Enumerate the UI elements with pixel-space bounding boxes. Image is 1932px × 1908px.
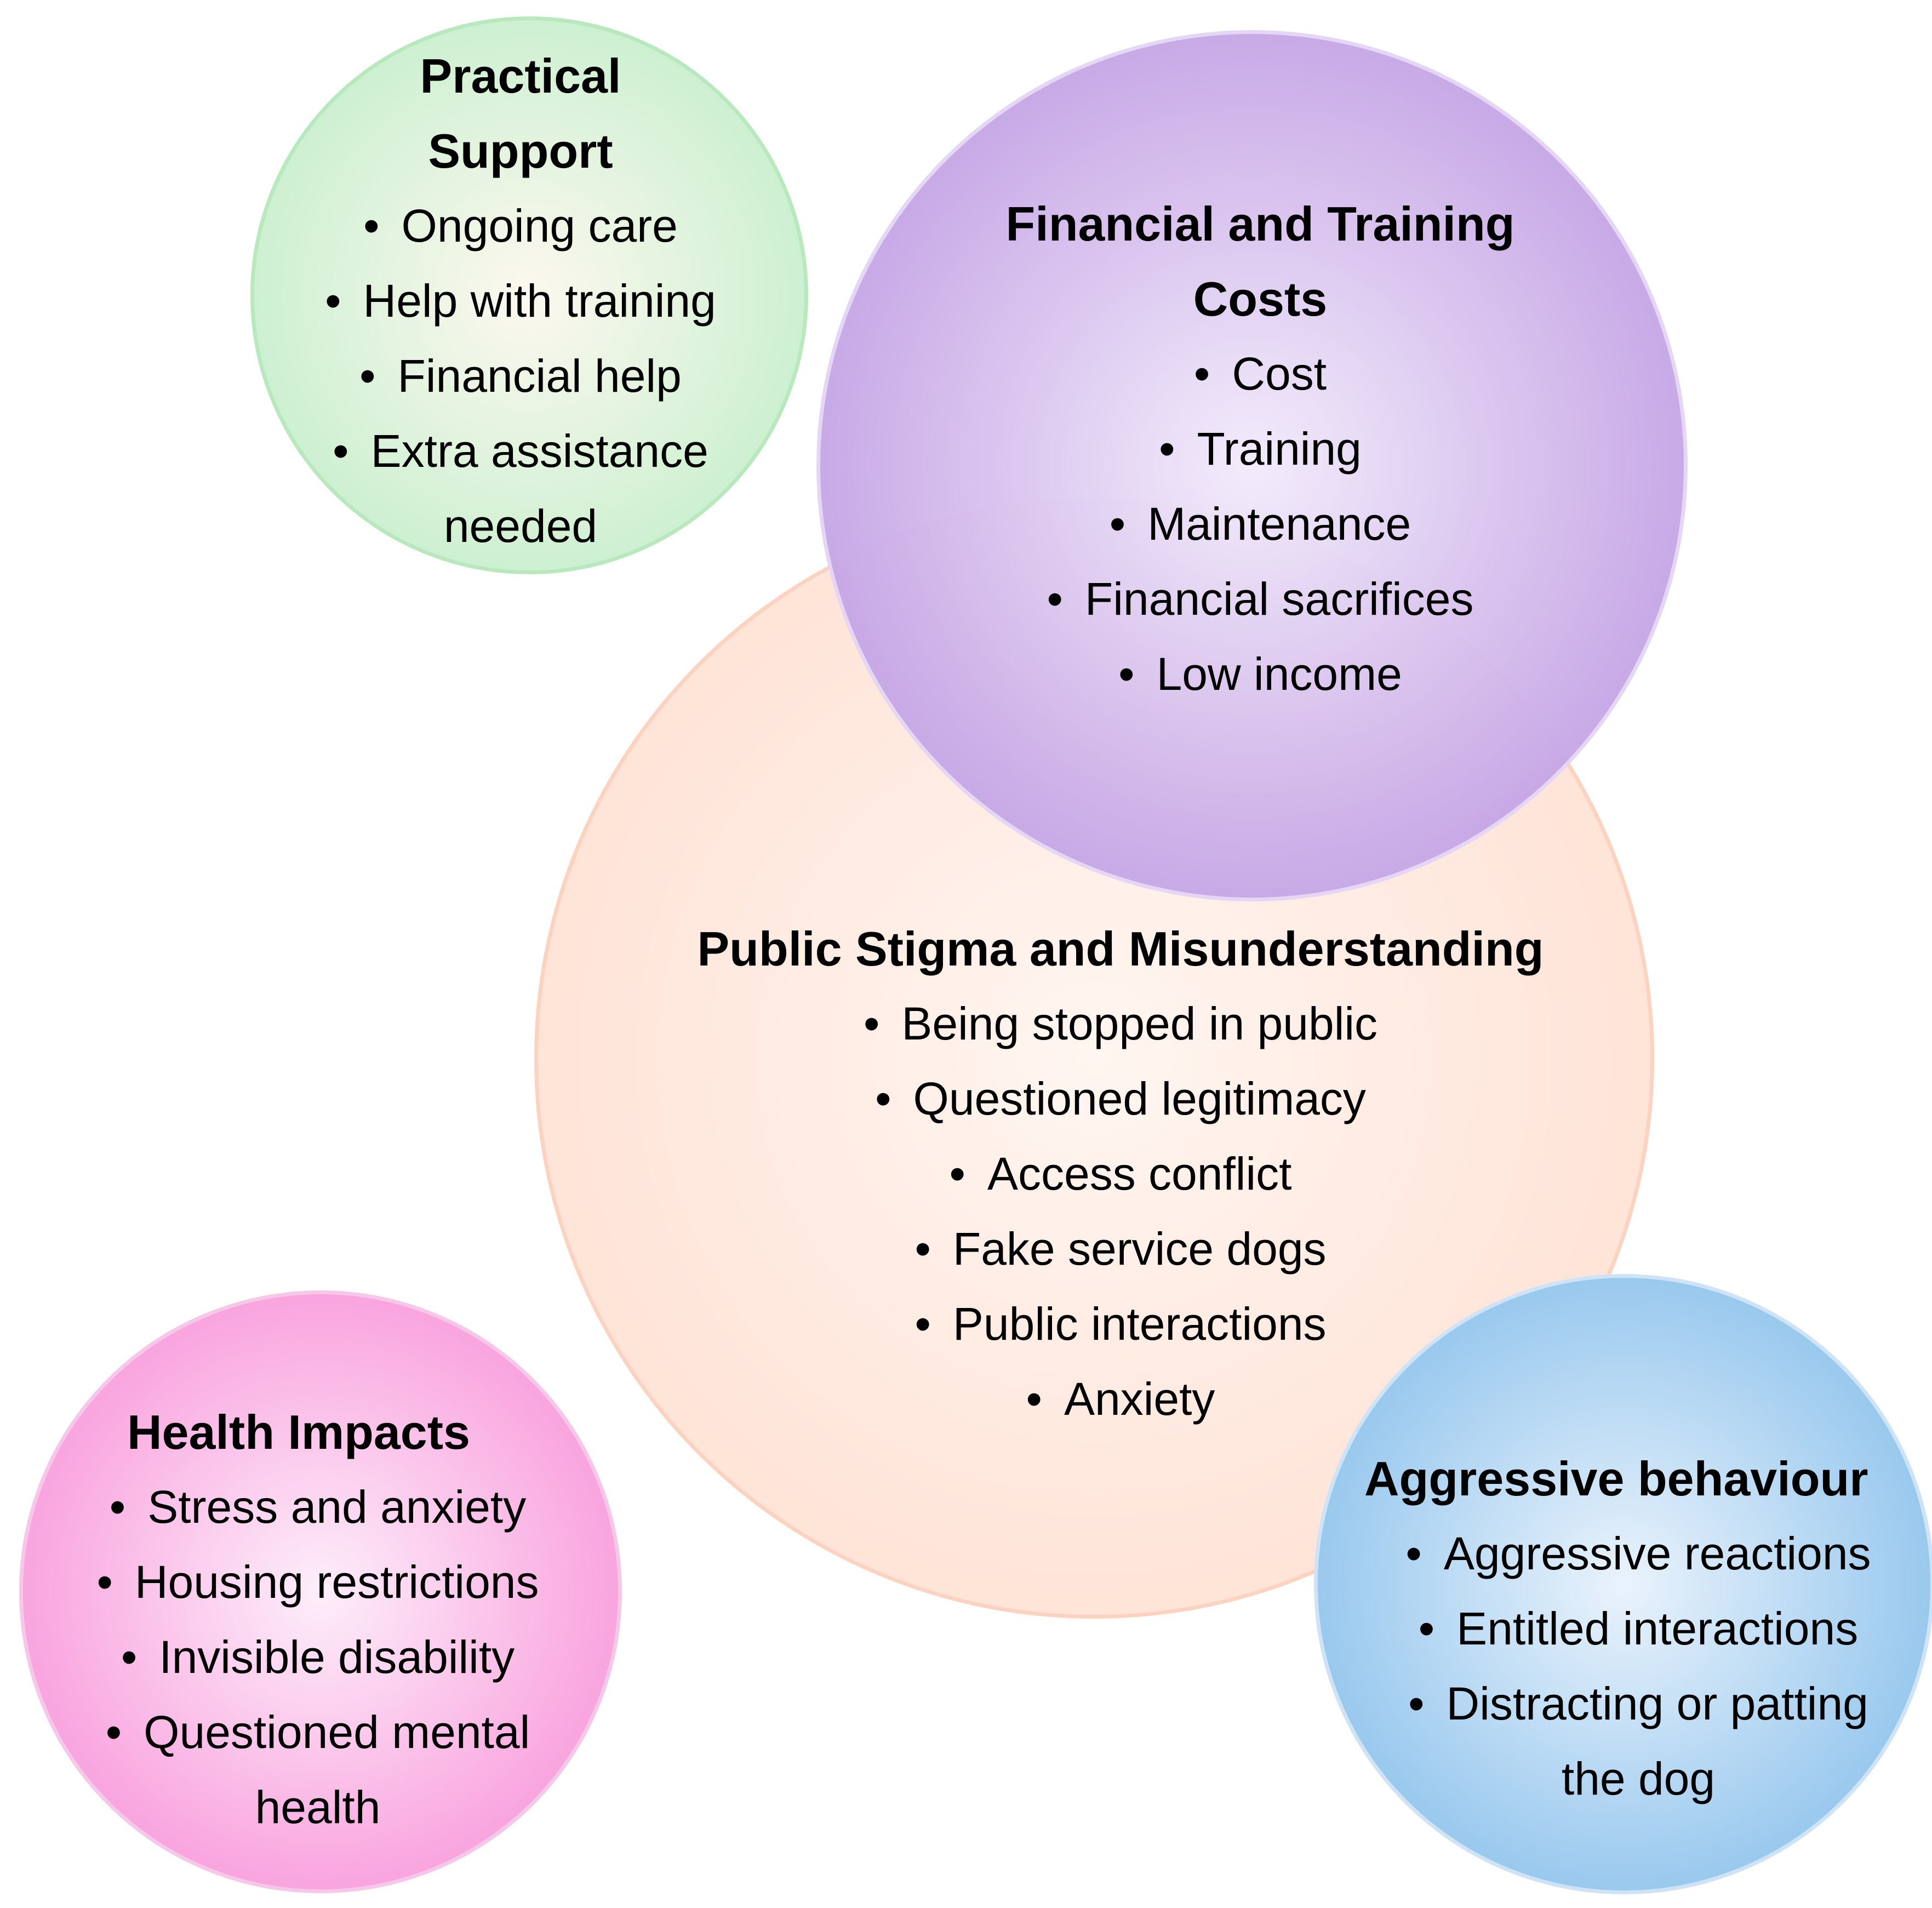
- list-item: Financial sacrifices: [986, 562, 1534, 637]
- public-stigma-items: Being stopped in public Questioned legit…: [625, 986, 1616, 1437]
- list-item: Financial help: [285, 339, 756, 414]
- list-item: Distracting or patting the dog: [1375, 1666, 1901, 1816]
- list-item: Access conflict: [625, 1136, 1616, 1212]
- list-item: Entitled interactions: [1348, 1591, 1929, 1666]
- list-item: Stress and anxiety: [44, 1470, 592, 1545]
- practical-support-title: Practical Support: [420, 49, 621, 178]
- list-item: Public interactions: [625, 1287, 1616, 1362]
- list-item: Questioned legitimacy: [625, 1061, 1616, 1136]
- list-item: Housing restrictions: [44, 1545, 592, 1620]
- list-item: Help with training: [285, 264, 756, 339]
- public-stigma-label: Public Stigma and Misunderstanding Being…: [625, 911, 1616, 1437]
- health-impacts-title: Health Impacts: [127, 1405, 470, 1459]
- list-item: Anxiety: [625, 1362, 1616, 1437]
- list-item: Training: [986, 412, 1534, 487]
- aggressive-behaviour-items: Aggressive reactions Entitled interactio…: [1348, 1516, 1929, 1816]
- practical-support-label: Practical Support Ongoing care Help with…: [285, 38, 756, 564]
- list-item: Extra assistance needed: [307, 414, 734, 564]
- list-item: Fake service dogs: [625, 1212, 1616, 1287]
- health-impacts-label: Health Impacts Stress and anxiety Housin…: [44, 1395, 592, 1845]
- financial-training-items: Cost Training Maintenance Financial sacr…: [986, 336, 1534, 712]
- list-item: Cost: [986, 336, 1534, 412]
- aggressive-behaviour-label: Aggressive behaviour Aggressive reaction…: [1348, 1441, 1929, 1816]
- list-item: Being stopped in public: [625, 986, 1616, 1061]
- public-stigma-title: Public Stigma and Misunderstanding: [697, 922, 1544, 976]
- list-item: Low income: [986, 637, 1534, 712]
- list-item: Aggressive reactions: [1348, 1516, 1929, 1591]
- financial-training-title: Financial and Training Costs: [1005, 197, 1515, 326]
- list-item: Maintenance: [986, 487, 1534, 562]
- list-item: Questioned mental health: [71, 1695, 564, 1845]
- financial-training-label: Financial and Training Costs Cost Traini…: [986, 186, 1534, 712]
- aggressive-behaviour-title: Aggressive behaviour: [1364, 1452, 1868, 1506]
- health-impacts-items: Stress and anxiety Housing restrictions …: [44, 1470, 592, 1845]
- list-item: Ongoing care: [285, 188, 756, 264]
- practical-support-items: Ongoing care Help with training Financia…: [285, 188, 756, 564]
- list-item: Invisible disability: [44, 1620, 592, 1695]
